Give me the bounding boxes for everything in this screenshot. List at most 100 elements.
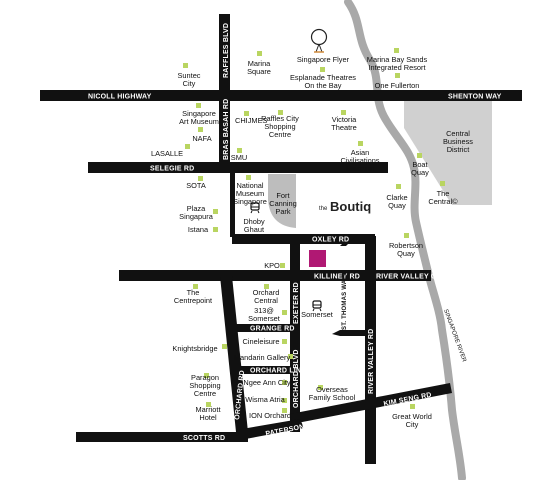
marker-boat-quay	[417, 153, 422, 158]
marker-plaza-singapura	[213, 209, 218, 214]
marker-knightsbridge	[222, 344, 227, 349]
marker-lasalle	[185, 144, 190, 149]
river-valley-road	[365, 236, 376, 464]
st-thomas-walk-road	[332, 330, 368, 336]
label-nafa: NAFA	[192, 134, 211, 143]
road-network	[40, 14, 522, 464]
marker-great-world-city	[410, 404, 415, 409]
nicoll-highway-label: NICOLL HIGHWAY	[88, 94, 152, 101]
paterson-road	[236, 419, 304, 440]
brand-name: Boutiq	[330, 199, 371, 214]
label-313-somerset: 313@Somerset	[248, 306, 280, 323]
marker-sota	[198, 176, 203, 181]
marker-313-somerset	[282, 310, 287, 315]
landmark-markers	[183, 48, 445, 413]
river-valley-rd-label: RIVER VALLEY RD	[368, 329, 375, 394]
label-kpo: KPO	[264, 261, 280, 270]
marker-ngee-ann-city	[282, 380, 287, 385]
marker-acm	[358, 141, 363, 146]
brand-prefix: the	[319, 206, 328, 212]
hotel-location-marker[interactable]	[309, 250, 326, 267]
marker-wisma-atria	[282, 398, 287, 403]
bras-basah-road	[219, 100, 230, 172]
marker-paragon	[204, 373, 209, 378]
marker-marriott	[206, 402, 211, 407]
oxley-label: OXLEY RD	[312, 237, 349, 244]
scotts-label: SCOTTS RD	[183, 435, 225, 442]
selegie-road	[88, 162, 388, 173]
orchard-blvd-road	[290, 332, 300, 432]
orchard-link-label: ORCHARD LINK	[250, 368, 306, 375]
mrt-train-icon	[250, 202, 260, 214]
mrt-train-icon	[312, 300, 322, 312]
marker-istana	[213, 227, 218, 232]
marker-ion-orchard	[282, 408, 287, 413]
exeter-label: EXETER RD	[293, 282, 300, 324]
marker-clarke-quay	[396, 184, 401, 189]
label-somerset: Somerset	[301, 310, 333, 319]
oxley-stub	[340, 234, 358, 246]
orchard-road	[220, 276, 248, 432]
label-ion-orchard: ION Orchard	[249, 411, 291, 420]
selegie-label: SELEGIE RD	[150, 166, 194, 173]
killiney-label: KILLINEY RD	[314, 274, 360, 281]
central-business-district-area	[404, 100, 492, 205]
marker-overseas-family-school	[318, 385, 323, 390]
raffles-blvd-road	[219, 14, 230, 94]
marker-mandarin-gallery	[288, 354, 293, 359]
fort-canning-park-area	[268, 174, 296, 228]
label-singapore-flyer: Singapore Flyer	[297, 55, 350, 64]
marker-suntec	[183, 63, 188, 68]
marker-nafa	[198, 127, 203, 132]
nicoll-highway-road	[40, 90, 522, 101]
west-connector-road	[230, 172, 235, 237]
marker-victoria	[341, 110, 346, 115]
label-cineleisure: Cineleisure	[243, 337, 280, 346]
grange-label: GRANGE RD	[250, 326, 295, 333]
marker-chijmes	[244, 111, 249, 116]
kim-seng-road	[290, 383, 452, 424]
label-lasalle: LASALLE	[151, 149, 183, 158]
marker-the-centrepoint	[193, 284, 198, 289]
label-sota: SOTA	[186, 181, 206, 190]
grange-road	[233, 324, 300, 332]
marker-smu	[237, 148, 242, 153]
marker-marina-square	[257, 51, 262, 56]
label-wisma-atria: Wisma Atria	[245, 395, 285, 404]
marker-mbs	[394, 48, 399, 53]
marker-robertson-quay	[404, 233, 409, 238]
river-valley-cl-label: RIVER VALLEY CL	[376, 274, 441, 281]
label-ngee-ann-city: Ngee Ann City	[243, 378, 291, 387]
orchard-blvd-label: ORCHARD BLVD	[293, 349, 300, 408]
marker-orchard-central	[264, 284, 269, 289]
marker-national-museum	[246, 175, 251, 180]
st-thomas-label: ST. THOMAS WALK	[342, 271, 348, 330]
bras-basah-label: BRAS BASAH RD	[223, 99, 230, 160]
label-smu: SMU	[231, 153, 247, 162]
marker-one-fullerton	[395, 73, 400, 78]
orchard-link-road	[238, 366, 300, 374]
killiney-road	[119, 270, 431, 281]
label-knightsbridge: Knightsbridge	[172, 344, 217, 353]
label-istana: Istana	[188, 225, 209, 234]
oxley-road	[232, 234, 375, 244]
marker-cineleisure	[282, 339, 287, 344]
